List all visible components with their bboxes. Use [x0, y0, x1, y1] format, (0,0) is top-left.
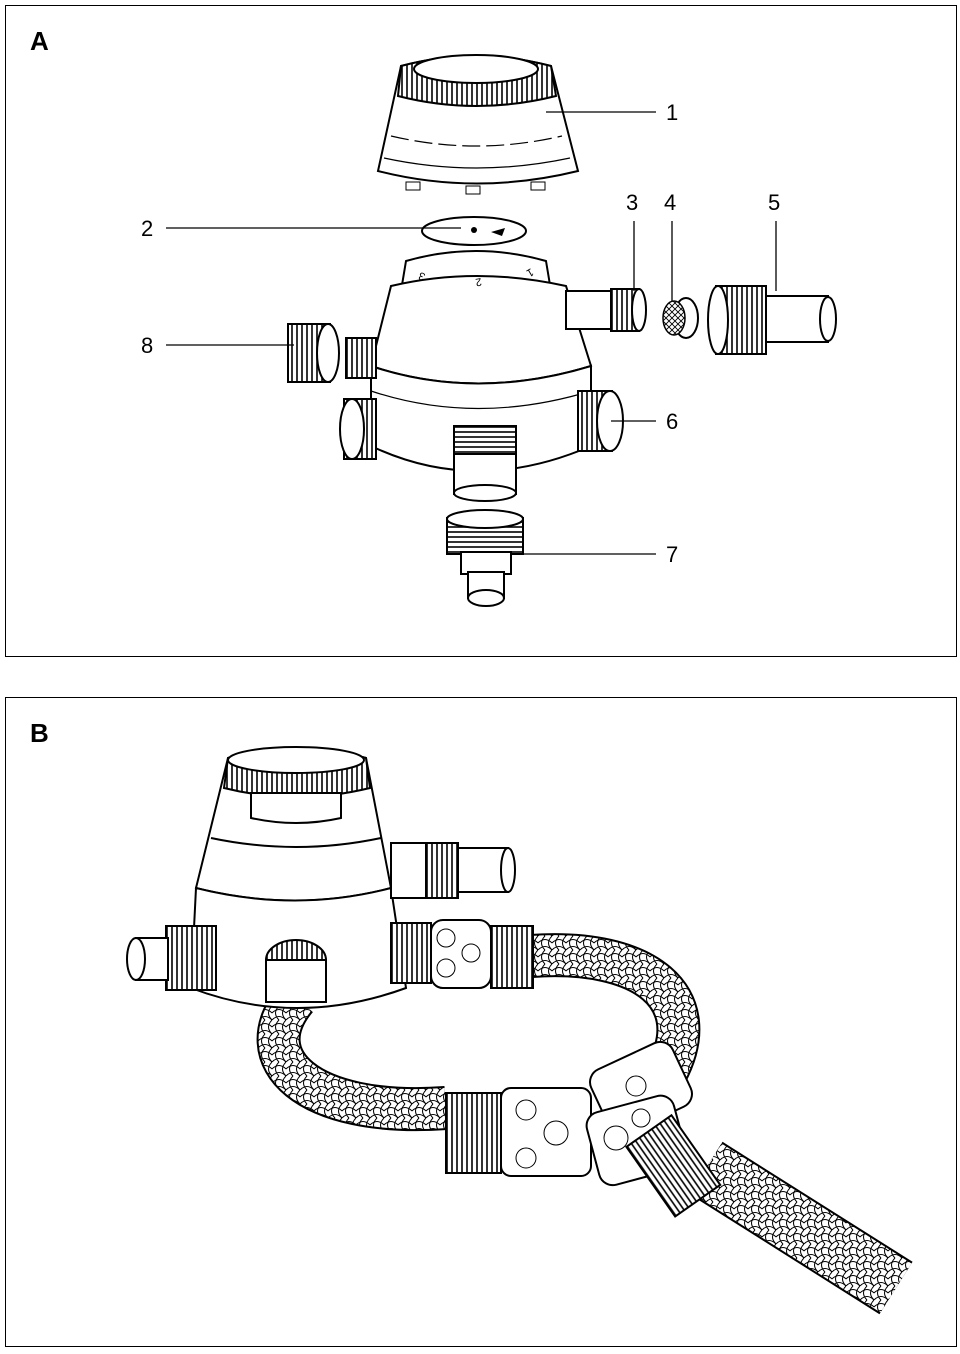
hose-connector-part	[446, 509, 524, 607]
dial-number-1: 1	[524, 265, 535, 278]
distributor-body-assembled	[126, 746, 516, 1009]
callout-1: 1	[666, 100, 679, 125]
assembled-view-drawing	[126, 746, 913, 1315]
dial-number-3: 3	[417, 269, 427, 282]
panel-a: A	[5, 5, 957, 657]
panel-b: B	[5, 697, 957, 1347]
y-connector	[445, 1040, 722, 1218]
panel-b-letter: B	[30, 718, 49, 748]
callout-7: 7	[666, 542, 679, 567]
left-hose	[258, 985, 448, 1130]
callout-4: 4	[664, 190, 677, 215]
cover-part	[376, 54, 580, 195]
callout-3: 3	[626, 190, 639, 215]
dial-disc-part	[421, 216, 527, 246]
end-cap-part	[287, 323, 340, 383]
panel-a-letter: A	[30, 26, 49, 56]
callout-5: 5	[768, 190, 781, 215]
right-hose	[529, 935, 699, 1083]
callout-8: 8	[141, 333, 154, 358]
filter-part	[662, 297, 699, 339]
callout-6: 6	[666, 409, 679, 434]
right-hose-coupling	[430, 919, 534, 989]
dial-number-2: 2	[474, 275, 482, 288]
tap-connector-part	[707, 285, 837, 355]
distributor-body: 3 2 1	[339, 250, 647, 502]
exploded-view-drawing: 3 2 1	[166, 54, 837, 607]
supply-hose	[690, 1143, 912, 1313]
callout-2: 2	[141, 216, 154, 241]
